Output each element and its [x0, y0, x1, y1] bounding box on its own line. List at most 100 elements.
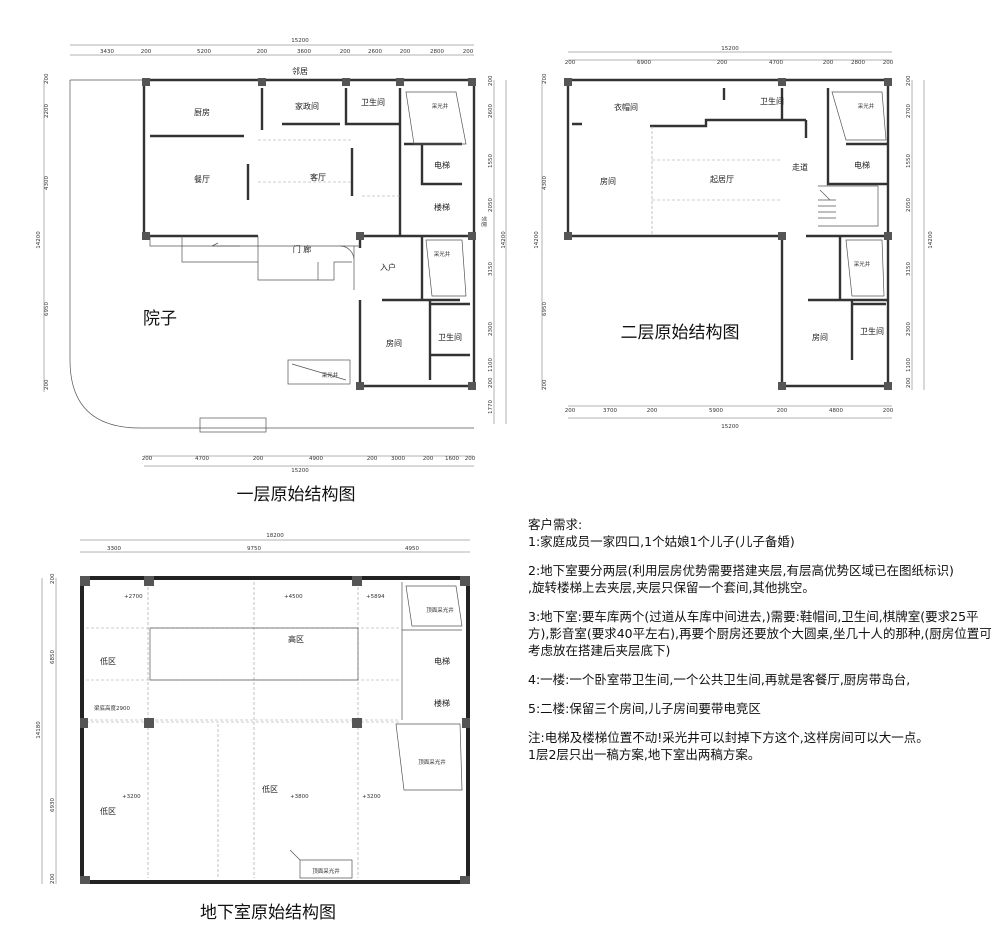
b-dim-top: 3300 [107, 546, 121, 552]
f2-dim-top: 2800 [851, 60, 865, 66]
f2-dim-right: 2050 [906, 198, 912, 212]
f1-dim-left: 2200 [44, 104, 50, 118]
f2-dim-left: 200 [542, 73, 548, 84]
b-room-stairs: 楼梯 [434, 698, 450, 708]
f1-dim-bottom: 4900 [309, 456, 323, 462]
notes-item: 5:二楼:保留三个房间,儿子房间要带电竞区 [528, 701, 761, 716]
f1-room-bath: 卫生间 [361, 97, 385, 107]
f1-dim-right: 2300 [488, 322, 494, 336]
f2-dim-top: 200 [717, 60, 728, 66]
f1-room-lightwell: 采光井 [432, 102, 449, 110]
b-dim-left: 200 [50, 873, 56, 884]
f2-dim-top: 200 [823, 60, 834, 66]
f1-dim-bottom: 200 [253, 456, 264, 462]
f2-dim-left: 4300 [542, 176, 548, 190]
f2-dim-left-total: 14200 [534, 231, 540, 249]
notes-item: ,旋转楼梯上去夹层,夹层只保留一个套间,其他挑空。 [528, 580, 815, 595]
f2-dim-right-total: 14200 [928, 231, 934, 249]
f1-dim-right-total: 14200 [501, 231, 507, 249]
f1-dim-right: 200 [488, 75, 494, 86]
f1-dim-right: 3150 [488, 262, 494, 276]
f1-dim-left: 200 [44, 73, 50, 84]
f2-dim-right: 200 [906, 75, 912, 86]
f2-room-lightwell: 采光井 [854, 260, 871, 268]
f1-dim-right: 2600 [488, 104, 494, 118]
f1-room-porch: 门 廊 [293, 244, 312, 254]
f2-dim-left: 6950 [542, 302, 548, 316]
b-room-high: 高区 [288, 634, 304, 644]
floor1-plan: 15200 3430 200 5200 200 3600 200 2600 20… [36, 38, 507, 505]
f2-dim-right: 1550 [906, 154, 912, 168]
f2-dim-bottom-total: 15200 [721, 424, 739, 430]
f1-dim-top: 200 [463, 49, 474, 55]
f1-dim-top: 200 [257, 49, 268, 55]
f1-dim-top: 3600 [297, 49, 311, 55]
f2-title: 二层原始结构图 [621, 323, 740, 343]
f2-room-bath: 卫生间 [760, 96, 784, 106]
client-requirements: 客户需求: 1:家庭成员一家四口,1个姑娘1个儿子(儿子备婚) 2:地下室要分两… [528, 516, 996, 763]
f1-dim-top: 2800 [430, 49, 444, 55]
f1-side-neighbor: 邻居 [480, 216, 488, 228]
f1-dim-top: 2600 [368, 49, 382, 55]
f2-dim-bottom: 4800 [829, 408, 843, 414]
b-level: +3800 [290, 794, 309, 800]
b-level: +4500 [284, 594, 303, 600]
f2-dim-top: 200 [565, 60, 576, 66]
f1-dim-bottom: 1600 [445, 456, 459, 462]
f2-dim-right: 1100 [906, 358, 912, 372]
f1-dim-right: 1770 [488, 400, 494, 414]
notes-item: 3:地下室:要车库两个(过道从车库中间进去,)需要:鞋帽间,卫生间,棋牌室(要求… [528, 609, 992, 658]
f1-dim-top: 3430 [100, 49, 114, 55]
f1-room-kitchen: 厨房 [194, 107, 210, 117]
f2-room-family: 起居厅 [710, 175, 734, 184]
f1-room-housekeeping: 家政间 [295, 101, 319, 111]
f2-room-bedroom2: 房间 [812, 332, 828, 342]
f1-dim-bottom: 200 [142, 456, 153, 462]
f1-dim-bottom: 200 [423, 456, 434, 462]
f2-dim-right: 200 [906, 377, 912, 388]
notes-heading: 客户需求: [528, 517, 583, 532]
f1-dim-top-total: 15200 [291, 38, 309, 44]
f2-dim-top-total: 15200 [721, 46, 739, 52]
b-dim-top: 4950 [405, 546, 419, 552]
f1-dim-right: 2050 [488, 198, 494, 212]
f1-dim-left: 4300 [44, 176, 50, 190]
f2-room-elevator: 电梯 [854, 160, 870, 170]
f2-dim-top: 4700 [769, 60, 783, 66]
f1-dim-right: 200 [488, 377, 494, 388]
b-level: +2700 [124, 594, 143, 600]
f1-dim-left-total: 14200 [36, 231, 42, 249]
b-room-low3: 低区 [100, 806, 116, 816]
f1-dim-bottom: 3000 [391, 456, 405, 462]
f1-room-lightwell: 采光井 [434, 250, 451, 258]
f2-dim-bottom: 200 [777, 408, 788, 414]
b-room-elevator: 电梯 [434, 656, 450, 666]
b-beam-label: 梁底高度2900 [94, 704, 130, 712]
f1-room-elevator: 电梯 [434, 160, 450, 170]
f2-dim-right: 3150 [906, 262, 912, 276]
f2-dim-right: 2300 [906, 322, 912, 336]
f1-room-lightwell: 采光井 [322, 371, 339, 379]
f2-room-bath2: 卫生间 [860, 326, 884, 336]
b-room-lightwell2: 顶面采光井 [418, 758, 446, 766]
b-dim-left: 200 [50, 573, 56, 584]
f1-title: 一层原始结构图 [237, 485, 356, 505]
notes-item: 1:家庭成员一家四口,1个姑娘1个儿子(儿子备婚) [528, 534, 795, 549]
basement-plan: 18200 3300 9750 4950 顶面采光井 高区 低区 电梯 楼梯 低… [36, 533, 470, 923]
f1-dim-top: 200 [400, 49, 411, 55]
f1-dim-right: 1550 [488, 154, 494, 168]
b-level: +3200 [122, 794, 141, 800]
b-dim-left: 6850 [50, 650, 56, 664]
f2-dim-top: 6900 [637, 60, 651, 66]
f1-yard-label: 院子 [143, 309, 177, 329]
f1-room-entry: 入户 [380, 262, 396, 272]
f1-dim-top: 5200 [197, 49, 211, 55]
f1-dim-bottom: 200 [465, 456, 476, 462]
f2-room-bedroom: 房间 [600, 176, 616, 186]
f1-room-dining: 餐厅 [194, 175, 210, 184]
f2-dim-bottom: 200 [647, 408, 658, 414]
floor2-plan: 15200 200 6900 200 4700 200 2800 200 衣帽间… [534, 46, 934, 430]
f1-room-stairs: 楼梯 [434, 202, 450, 212]
f1-neighbor-label: 邻居 [292, 66, 308, 76]
f1-dim-bottom: 4700 [195, 456, 209, 462]
